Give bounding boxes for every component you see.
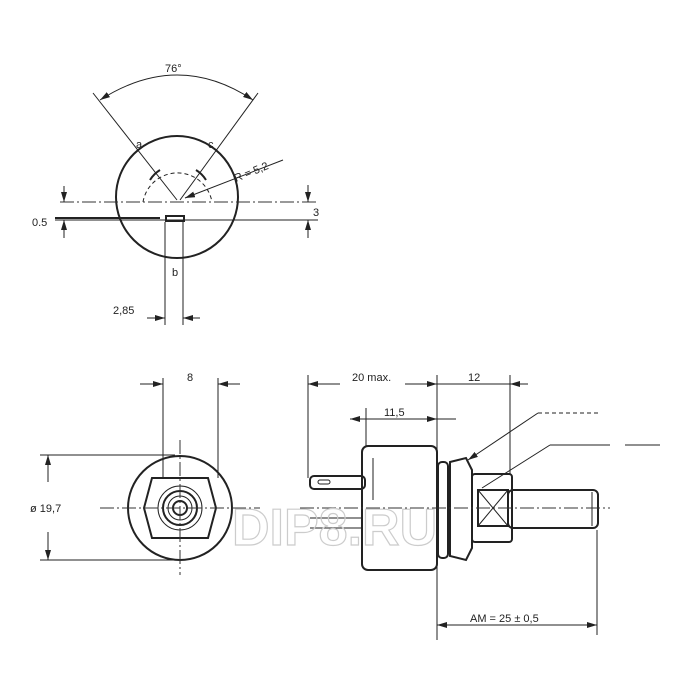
watermark: DIP8.RU (232, 499, 437, 557)
slot-width-label: 2,85 (113, 305, 134, 317)
radius-label: R = 5,2 (233, 160, 271, 185)
top-view: 76° a c R = 5,2 0.5 3 b 2,85 (32, 63, 319, 325)
terminal-pin (309, 475, 366, 490)
diameter-label: ø 19,7 (30, 503, 61, 515)
front-view: 8 ø 19,7 (30, 372, 260, 575)
angle-label: 76° (165, 63, 182, 75)
height-label: 3 (313, 207, 319, 219)
nut-leader (467, 412, 539, 461)
mounting-nut (449, 456, 473, 562)
terminal-a-label: a (136, 139, 143, 151)
washer (437, 461, 449, 559)
top-view-body-outline (115, 135, 239, 259)
side-view: 20 max. 12 11,5 AM = 25 ± 0,5 (300, 372, 660, 640)
offset-label: 0.5 (32, 217, 47, 229)
shaft-label: AM = 25 ± 0,5 (470, 613, 539, 625)
body-label: 11,5 (384, 407, 405, 419)
width-label: 8 (187, 372, 193, 384)
bushing-label: 12 (468, 372, 480, 384)
terminal-c-label: c (208, 139, 214, 151)
wiper-slot (165, 215, 185, 222)
length-label: 20 max. (352, 372, 391, 384)
shaft (507, 489, 599, 529)
angle-arc (99, 74, 254, 101)
bushing-leader (481, 444, 551, 489)
terminal-b-label: b (172, 267, 178, 279)
